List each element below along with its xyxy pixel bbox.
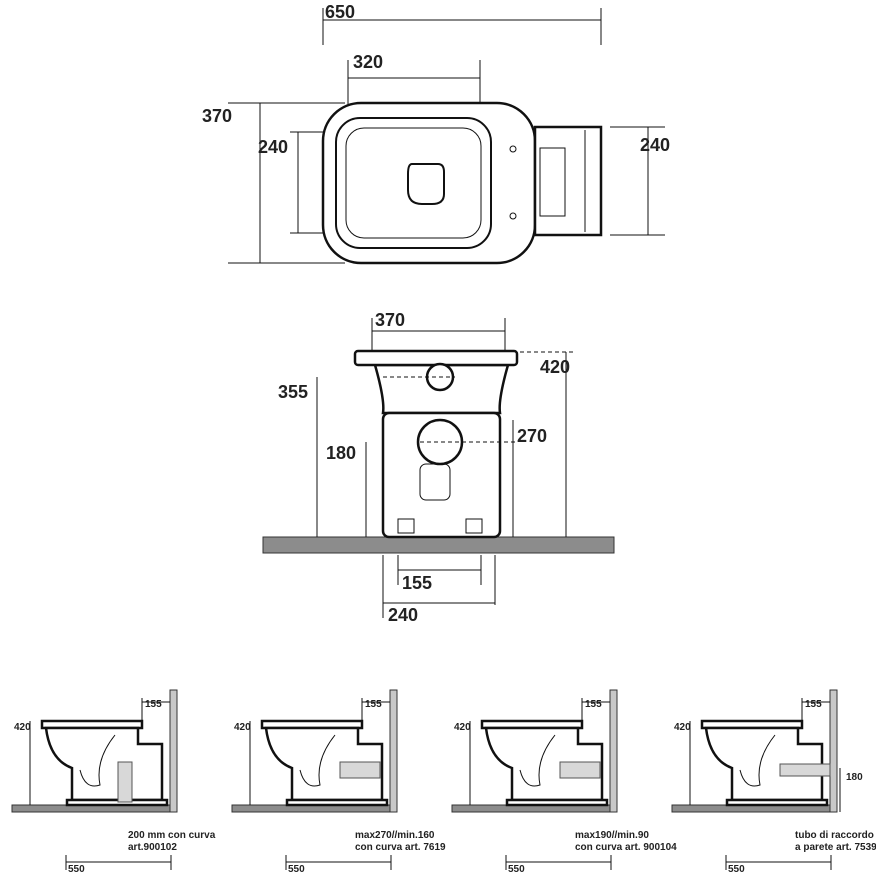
drain-pipe <box>559 761 601 779</box>
dim-length: 550 <box>728 864 745 875</box>
dim-inner-depth: 240 <box>258 137 288 157</box>
pedestal <box>381 411 502 539</box>
dim-inlet-height: 180 <box>326 443 356 463</box>
front-view: 370 420 355 270 180 155 240 <box>262 310 615 625</box>
caption-line-2: art.900102 <box>128 842 177 853</box>
wall <box>389 689 398 813</box>
dim-width-total: 650 <box>325 2 355 22</box>
dim-depth: 370 <box>202 106 232 126</box>
dim-height: 420 <box>454 722 471 733</box>
drain-pipe <box>339 761 381 779</box>
caption-line-1: tubo di raccordo <box>795 830 874 841</box>
dim-tank-depth: 240 <box>640 135 670 155</box>
dim-wall-offset: 155 <box>585 699 602 710</box>
bowl-outline <box>321 101 537 265</box>
dim-seat-width: 320 <box>353 52 383 72</box>
dim-length: 550 <box>508 864 525 875</box>
dim-height: 420 <box>674 722 691 733</box>
dim-height: 420 <box>540 357 570 377</box>
dim-height: 420 <box>14 722 31 733</box>
bowl-rim <box>353 349 519 367</box>
caption-line-1: 200 mm con curva <box>128 830 216 841</box>
wall <box>169 689 178 813</box>
bowl-body <box>44 726 164 802</box>
dim-rim-width: 370 <box>375 310 405 330</box>
wall <box>829 689 838 813</box>
dim-length: 550 <box>68 864 85 875</box>
bowl-body <box>264 726 384 802</box>
caption-line-2: con curva art. 7619 <box>355 842 446 853</box>
caption-line-1: max270//min.160 <box>355 830 435 841</box>
dim-side-height: 180 <box>846 772 863 783</box>
dim-length: 550 <box>288 864 305 875</box>
seat-opening <box>335 117 492 249</box>
wall <box>609 689 618 813</box>
caption-line-2: a parete art. 7539 <box>795 842 876 853</box>
dim-wall-offset: 155 <box>145 699 162 710</box>
dim-pedestal-height: 270 <box>517 426 547 446</box>
bowl-body <box>484 726 604 802</box>
caption-line-1: max190//min.90 <box>575 830 649 841</box>
dim-base-outer: 240 <box>388 605 418 625</box>
drain-pipe <box>779 763 831 777</box>
floor <box>262 536 615 554</box>
drain-pipe <box>117 761 133 803</box>
tank-outline <box>533 125 603 237</box>
dim-outlet-height: 355 <box>278 382 308 402</box>
dim-wall-offset: 155 <box>365 699 382 710</box>
caption-line-2: con curva art. 900104 <box>575 842 677 853</box>
drain-hole <box>407 163 445 205</box>
dim-base-inner: 155 <box>402 573 432 593</box>
dim-wall-offset: 155 <box>805 699 822 710</box>
top-view: 650 320 370 240 240 <box>202 2 670 265</box>
dim-height: 420 <box>234 722 251 733</box>
bowl-body <box>704 726 824 802</box>
